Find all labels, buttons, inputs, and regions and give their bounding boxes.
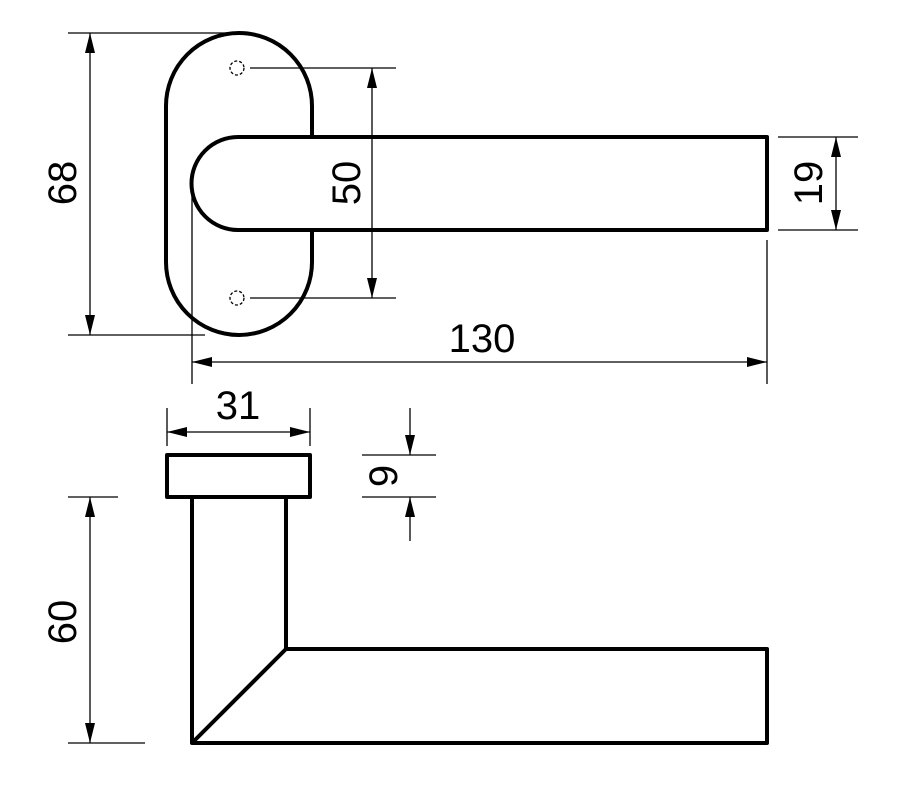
screw-hole-top xyxy=(229,60,245,76)
dimension-label-60: 60 xyxy=(41,600,85,645)
side-view: 31 9 60 xyxy=(41,384,769,745)
dimension-lever-height: 60 xyxy=(41,496,145,744)
dimension-rosette-thickness: 9 xyxy=(362,408,436,541)
lever-bevel-line xyxy=(190,647,288,745)
lever-outline xyxy=(189,135,769,232)
dimension-label-50: 50 xyxy=(325,161,369,206)
dimension-rosette-width: 31 xyxy=(166,384,311,446)
dimension-label-130: 130 xyxy=(449,317,516,361)
rosette-side-outline xyxy=(165,453,312,499)
dimension-rosette-height: 68 xyxy=(41,32,232,336)
dimension-lever-width: 19 xyxy=(778,136,858,231)
dimension-label-9: 9 xyxy=(362,465,406,487)
top-view: 68 50 19 130 xyxy=(41,31,858,384)
screw-hole-bottom xyxy=(229,290,245,306)
dimension-label-68: 68 xyxy=(41,161,85,206)
dimension-lever-length: 130 xyxy=(191,195,768,384)
dimension-label-19: 19 xyxy=(787,161,831,206)
dimension-label-31: 31 xyxy=(216,384,261,428)
lever-side-outline xyxy=(190,495,769,745)
dimension-screw-spacing: 50 xyxy=(250,67,396,299)
